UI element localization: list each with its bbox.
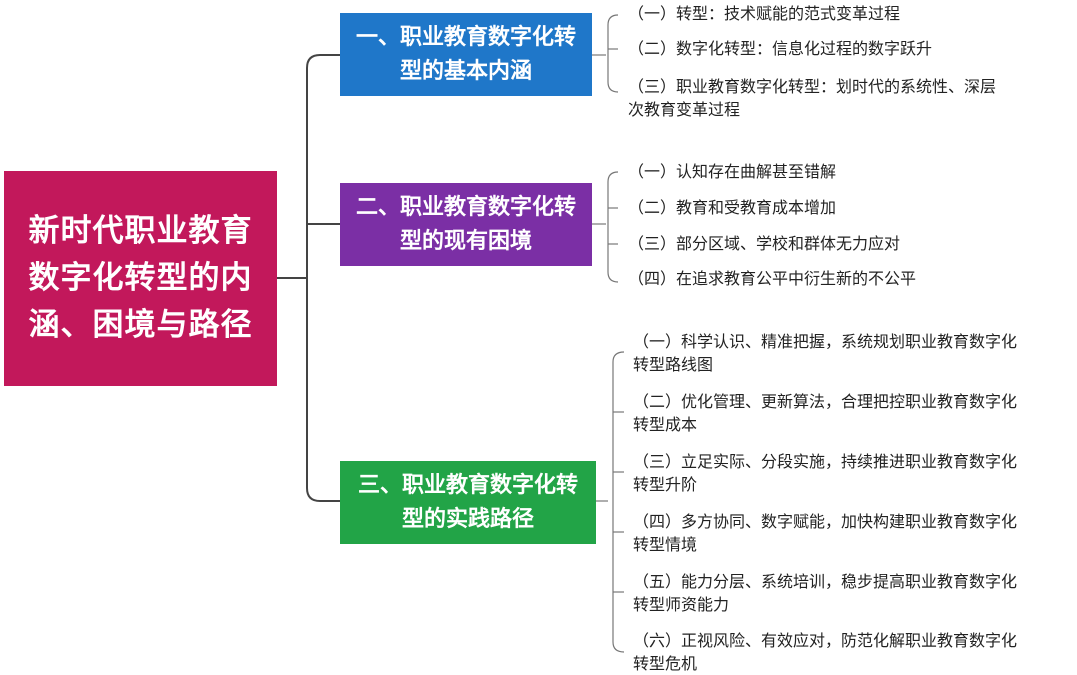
branch-title: 二、职业教育数字化转型的现有困境 [355, 194, 576, 254]
leaf-line: （三）职业教育数字化转型：划时代的系统性、深层 [628, 77, 997, 96]
leaf-line: 转型成本 [633, 415, 698, 434]
leaf-line: 转型危机 [633, 654, 698, 673]
leaf-item[interactable]: （六）正视风险、有效应对，防范化解职业教育数字化 转型危机 [633, 629, 1017, 675]
leaf-item[interactable]: （四）多方协同、数字赋能，加快构建职业教育数字化 转型情境 [633, 510, 1017, 556]
branch-title: 一、职业教育数字化转型的基本内涵 [355, 24, 576, 84]
leaf-line: （一）转型：技术赋能的范式变革过程 [628, 4, 901, 23]
leaf-line: （二）教育和受教育成本增加 [628, 198, 837, 217]
leaf-line: （一）科学认识、精准把握，系统规划职业教育数字化 [633, 332, 1018, 351]
leaf-line: （四）在追求教育公平中衍生新的不公平 [628, 269, 917, 288]
leaf-item[interactable]: （三）立足实际、分段实施，持续推进职业教育数字化 转型升阶 [633, 450, 1017, 496]
leaf-item[interactable]: （三）职业教育数字化转型：划时代的系统性、深层 次教育变革过程 [628, 75, 996, 121]
leaf-line: （五）能力分层、系统培训，稳步提高职业教育数字化 [633, 572, 1018, 591]
leaf-line: 转型师资能力 [633, 595, 730, 614]
leaf-item[interactable]: （四）在追求教育公平中衍生新的不公平 [628, 267, 916, 290]
leaf-item[interactable]: （二）教育和受教育成本增加 [628, 196, 836, 219]
leaf-line: （二）数字化转型：信息化过程的数字跃升 [628, 39, 933, 58]
leaf-item[interactable]: （五）能力分层、系统培训，稳步提高职业教育数字化 转型师资能力 [633, 570, 1017, 616]
leaf-line: （六）正视风险、有效应对，防范化解职业教育数字化 [633, 631, 1018, 650]
leaf-line: 转型升阶 [633, 475, 698, 494]
leaf-line: 次教育变革过程 [628, 100, 741, 119]
leaf-line: 转型路线图 [633, 355, 714, 374]
leaf-item[interactable]: （二）优化管理、更新算法，合理把控职业教育数字化 转型成本 [633, 390, 1017, 436]
branch-practice-paths[interactable]: 三、职业教育数字化转型的实践路径 [340, 461, 596, 544]
branch-current-dilemmas[interactable]: 二、职业教育数字化转型的现有困境 [340, 183, 592, 266]
leaf-line: （二）优化管理、更新算法，合理把控职业教育数字化 [633, 392, 1018, 411]
branch-basic-connotation[interactable]: 一、职业教育数字化转型的基本内涵 [340, 13, 592, 96]
leaf-item[interactable]: （二）数字化转型：信息化过程的数字跃升 [628, 37, 932, 60]
leaf-item[interactable]: （一）科学认识、精准把握，系统规划职业教育数字化 转型路线图 [633, 330, 1017, 376]
branch-title: 三、职业教育数字化转型的实践路径 [357, 472, 578, 532]
leaf-item[interactable]: （一）转型：技术赋能的范式变革过程 [628, 2, 900, 25]
leaf-line: （三）立足实际、分段实施，持续推进职业教育数字化 [633, 452, 1018, 471]
leaf-item[interactable]: （一）认知存在曲解甚至错解 [628, 160, 836, 183]
root-topic[interactable]: 新时代职业教育数字化转型的内涵、困境与路径 [4, 171, 277, 386]
root-title: 新时代职业教育数字化转型的内涵、困境与路径 [28, 213, 253, 343]
leaf-item[interactable]: （三）部分区域、学校和群体无力应对 [628, 232, 900, 255]
leaf-line: （三）部分区域、学校和群体无力应对 [628, 234, 901, 253]
leaf-line: （四）多方协同、数字赋能，加快构建职业教育数字化 [633, 512, 1018, 531]
leaf-line: （一）认知存在曲解甚至错解 [628, 162, 837, 181]
leaf-line: 转型情境 [633, 535, 698, 554]
